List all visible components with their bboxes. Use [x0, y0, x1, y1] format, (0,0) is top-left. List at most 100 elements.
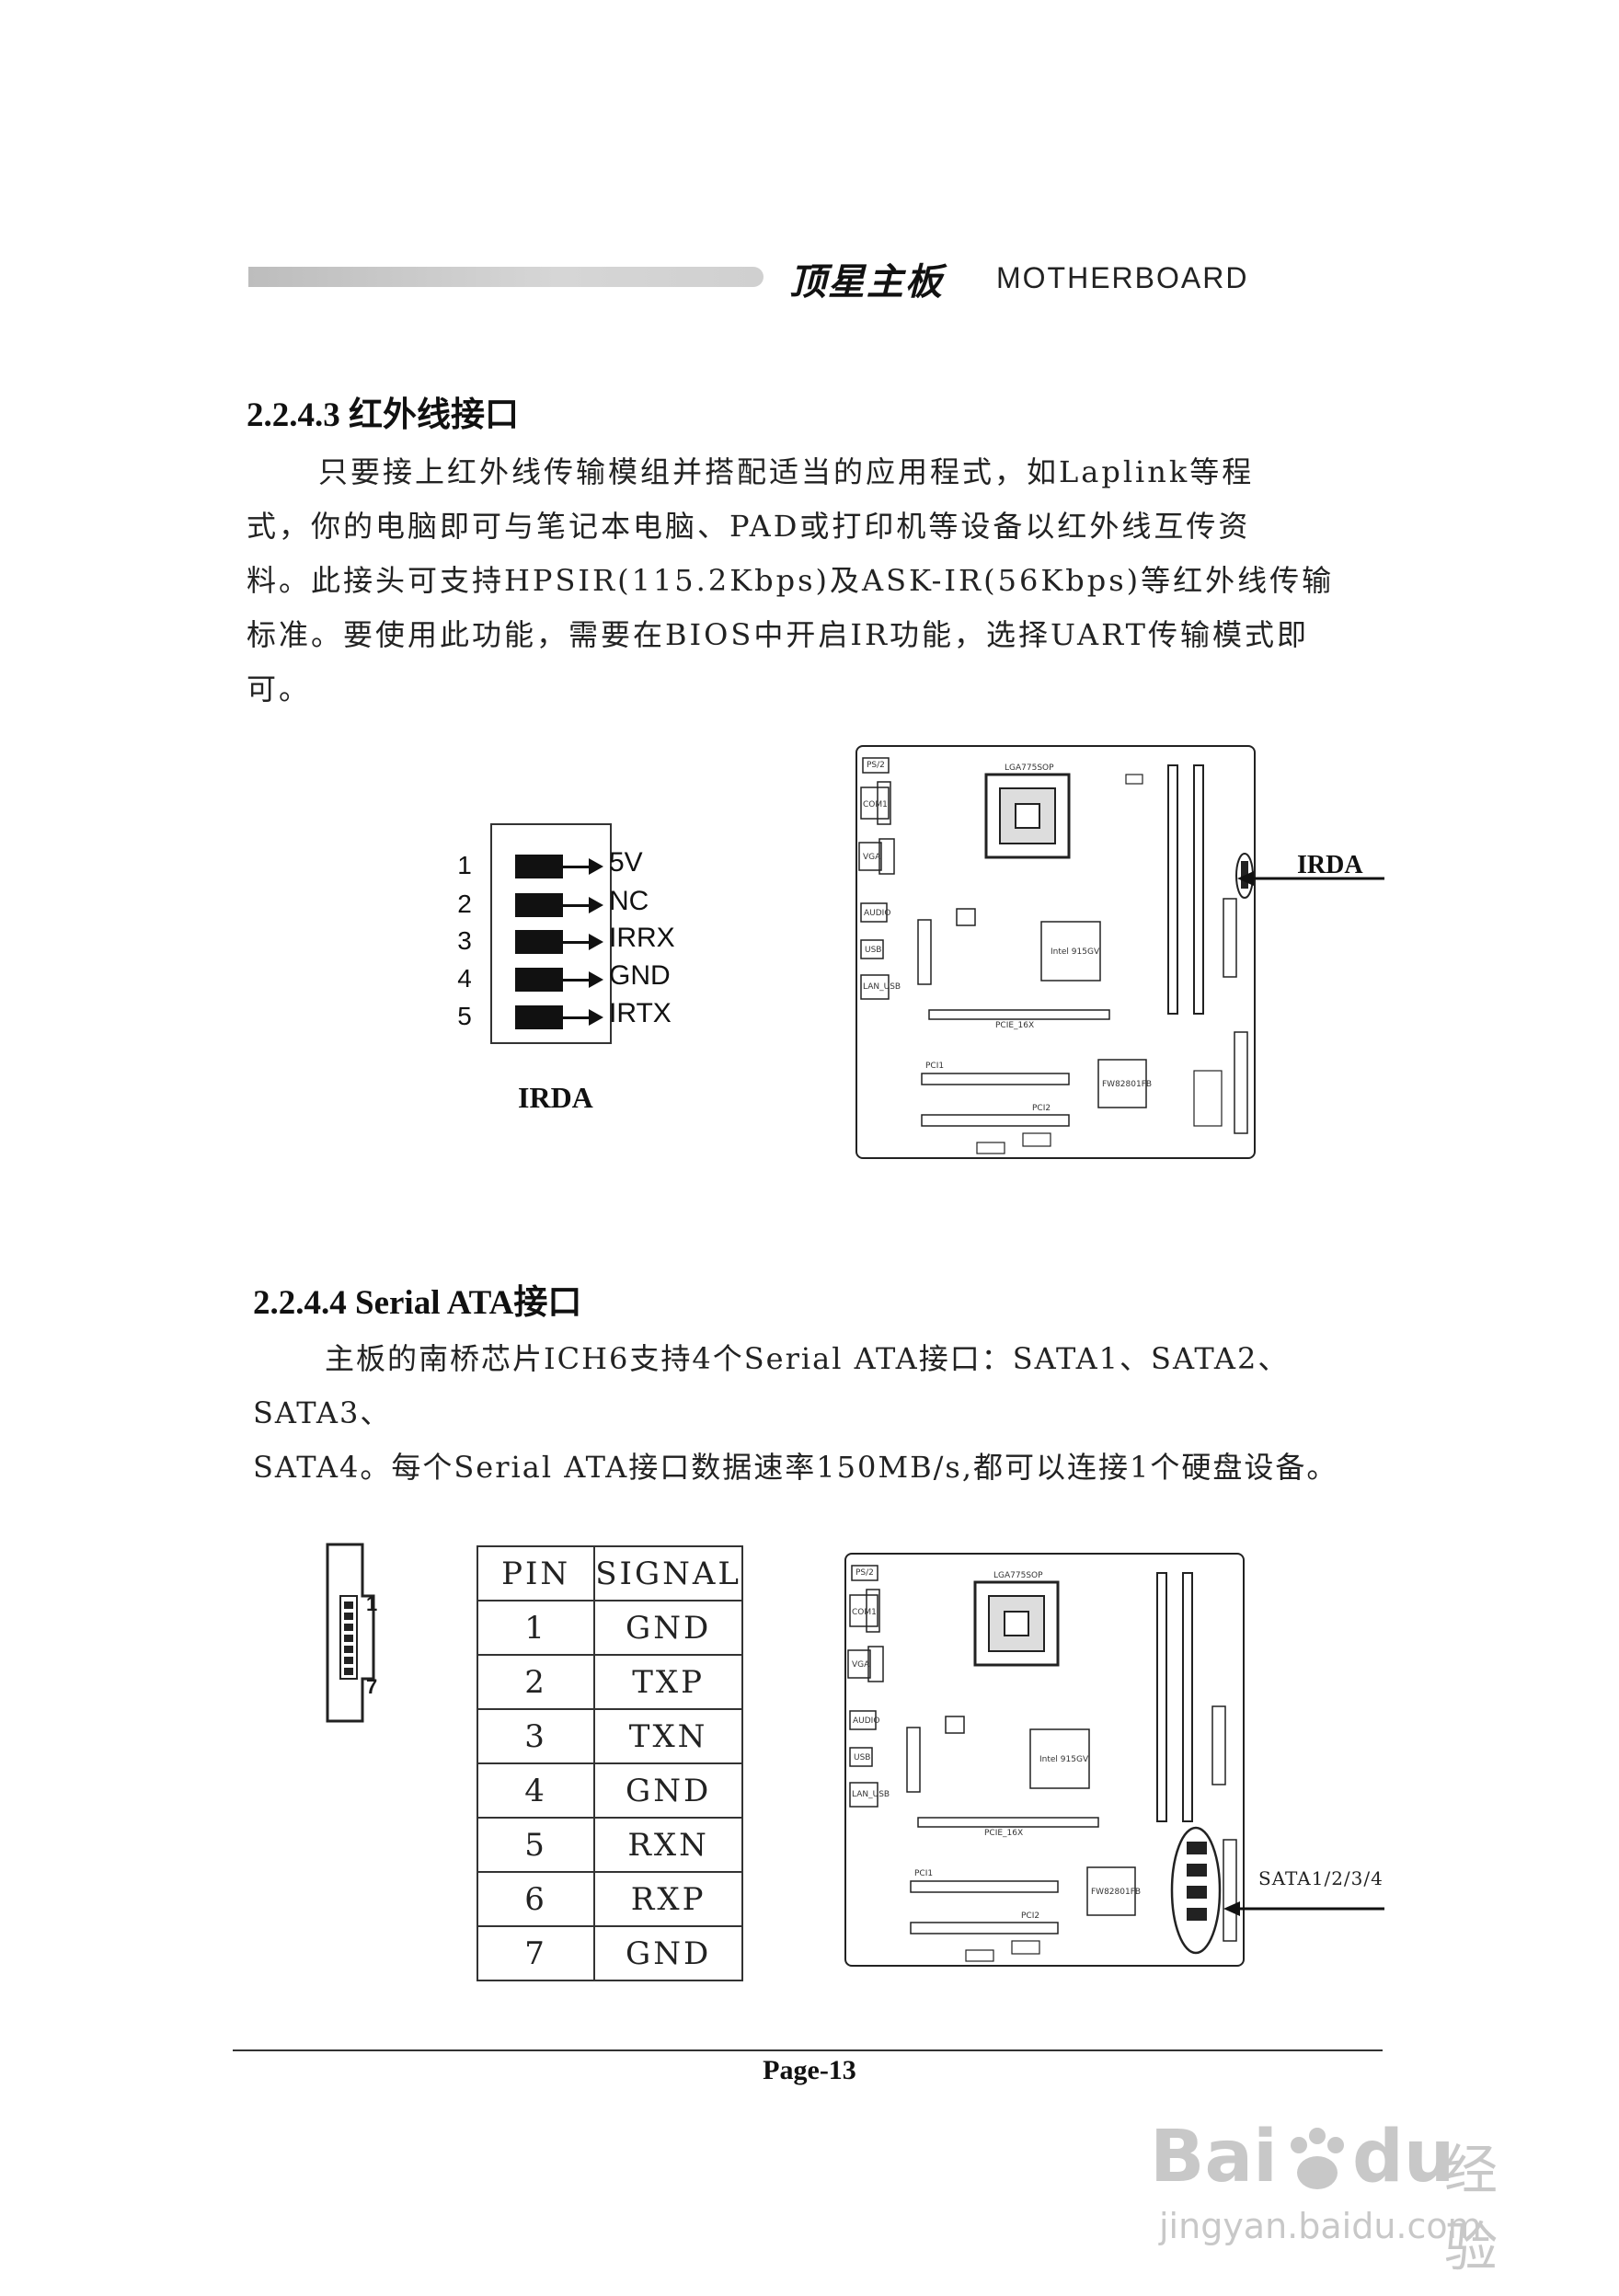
page-number: Page-13 [763, 2055, 856, 2085]
header-subtitle: MOTHERBOARD [996, 261, 1249, 294]
irda-connector-frame [490, 823, 612, 1044]
board-label-northbridge: Intel 915GV [1051, 947, 1100, 957]
table-row: 7 GND [476, 1925, 743, 1981]
table-cell-pin: 3 [476, 1708, 596, 1764]
board-label-audio: AUDIO [853, 1716, 880, 1726]
board-label-usb: USB [854, 1753, 871, 1762]
pin-number: 3 [457, 926, 472, 955]
table-cell-signal: GND [593, 1925, 743, 1981]
table-row: 1 GND [476, 1600, 743, 1656]
irda-callout-arrow [1237, 871, 1384, 886]
board-label-pci1: PCI1 [914, 1869, 934, 1878]
pin-number: 5 [457, 1002, 472, 1030]
pin-block [515, 893, 563, 917]
sata-pin-last-label: 7 [366, 1675, 378, 1698]
board-label-usb: USB [865, 946, 882, 955]
table-header-signal: SIGNAL [593, 1545, 743, 1601]
table-cell-signal: TXP [593, 1654, 743, 1710]
pin-arrow [563, 1016, 591, 1019]
board-label-pcie: PCIE_16X [995, 1021, 1035, 1030]
board-label-lan-usb: LAN_USB [863, 982, 901, 992]
table-cell-signal: GND [593, 1600, 743, 1656]
watermark-brand: Bai [1150, 2116, 1278, 2198]
pin-arrow [563, 904, 591, 907]
section-title-ir: 2.2.4.3 红外线接口 [247, 396, 519, 434]
table-header-row: PIN SIGNAL [476, 1545, 743, 1601]
arrow-head-icon [589, 971, 603, 988]
board-label-socket: LGA775SOP [1005, 763, 1054, 773]
pin-number: 4 [457, 964, 472, 993]
board-label-audio: AUDIO [864, 909, 891, 918]
board-label-com: COM1 [852, 1608, 877, 1617]
section-title-sata: 2.2.4.4 Serial ATA接口 [253, 1284, 582, 1322]
table-header-pin: PIN [476, 1545, 596, 1601]
sata-pin-table: PIN SIGNAL 1 GND 2 TXP 3 TXN 4 GND 5 RXN… [476, 1545, 743, 1981]
pin-signal: NC [609, 886, 649, 916]
sata-connector-drawing [326, 1543, 375, 1723]
pin-signal: IRRX [609, 923, 675, 953]
ir-line-4: 标准。要使用此功能，需要在BIOS中开启IR功能，选择UART传输模式即 [247, 617, 1310, 652]
board-label-pci1: PCI1 [925, 1062, 945, 1071]
pin-signal: GND [609, 960, 671, 991]
arrow-head-icon [589, 1009, 603, 1026]
pin-block [515, 968, 563, 992]
section-sata-body: 主板的南桥芯片ICH6支持4个Serial ATA接口：SATA1、SATA2、… [253, 1332, 1403, 1495]
ir-line-1: 只要接上红外线传输模组并搭配适当的应用程式，如Laplink等程 [318, 454, 1255, 489]
watermark-url: jingyan.baidu.com [1159, 2206, 1482, 2246]
irda-board-callout: IRDA [1297, 851, 1363, 879]
sata-connector-figure: 1 7 [322, 1541, 396, 1725]
pin-number: 2 [457, 890, 472, 918]
board-label-com: COM1 [863, 800, 888, 809]
table-row: 3 TXN [476, 1708, 743, 1764]
section-ir-body: 只要接上红外线传输模组并搭配适当的应用程式，如Laplink等程 式，你的电脑即… [247, 445, 1396, 717]
arrow-head-icon [589, 934, 603, 950]
board-label-southbridge: FW82801FB [1102, 1080, 1153, 1089]
motherboard-drawing [847, 1565, 1237, 1962]
board-label-lan-usb: LAN_USB [852, 1790, 890, 1799]
table-row: 5 RXN [476, 1817, 743, 1873]
ir-line-5: 可。 [247, 672, 312, 706]
pin-number: 1 [457, 851, 472, 879]
sata-line-1: 主板的南桥芯片ICH6支持4个Serial ATA接口：SATA1、SATA2、… [253, 1341, 1290, 1430]
footer-rule [233, 2049, 1383, 2051]
table-cell-pin: 6 [476, 1871, 596, 1927]
board-label-ps2: PS/2 [855, 1568, 874, 1578]
board-label-socket: LGA775SOP [993, 1571, 1043, 1580]
arrow-head-icon [589, 897, 603, 913]
sata-callout-arrow [1223, 1901, 1384, 1916]
table-cell-pin: 5 [476, 1817, 596, 1873]
pin-arrow [563, 941, 591, 944]
baidu-watermark: Bai du 经验 jingyan.baidu.com [1150, 2116, 1536, 2279]
pin-signal: 5V [609, 847, 643, 878]
table-cell-signal: RXP [593, 1871, 743, 1927]
board-label-pci2: PCI2 [1032, 1104, 1051, 1113]
paw-icon [1291, 2128, 1344, 2189]
motherboard-diagram-sata: PS/2 COM1 VGA AUDIO USB LAN_USB LGA775SO… [844, 1553, 1245, 1967]
board-label-vga: VGA [852, 1660, 870, 1670]
irda-pinout-figure: 1 5V 2 NC 3 IRRX 4 GND 5 IRTX [451, 823, 727, 1062]
watermark-brand-2: du [1352, 2116, 1455, 2198]
ir-line-2: 式，你的电脑即可与笔记本电脑、PAD或打印机等设备以红外线互传资 [247, 509, 1251, 544]
board-label-pci2: PCI2 [1021, 1911, 1040, 1921]
table-cell-pin: 4 [476, 1762, 596, 1819]
table-cell-signal: GND [593, 1762, 743, 1819]
pin-block [515, 930, 563, 954]
motherboard-drawing [858, 757, 1254, 1154]
table-cell-signal: TXN [593, 1708, 743, 1764]
pin-arrow [563, 866, 591, 868]
table-cell-pin: 1 [476, 1600, 596, 1656]
pin-arrow [563, 979, 591, 982]
sata-line-2: SATA4。每个Serial ATA接口数据速率150MB/s,都可以连接1个硬… [253, 1450, 1338, 1485]
table-cell-pin: 7 [476, 1925, 596, 1981]
board-label-southbridge: FW82801FB [1091, 1888, 1142, 1897]
table-row: 2 TXP [476, 1654, 743, 1710]
motherboard-diagram-irda: PS/2 COM1 VGA AUDIO USB LAN_USB LGA775SO… [855, 745, 1256, 1159]
pin-block [515, 855, 563, 878]
table-row: 4 GND [476, 1762, 743, 1819]
pin-block [515, 1005, 563, 1029]
header-bar [248, 267, 764, 287]
table-cell-signal: RXN [593, 1817, 743, 1873]
sata-pin-first-label: 1 [366, 1592, 378, 1615]
board-label-pcie: PCIE_16X [984, 1829, 1024, 1838]
sata-board-callout: SATA1/2/3/4 [1258, 1867, 1384, 1889]
